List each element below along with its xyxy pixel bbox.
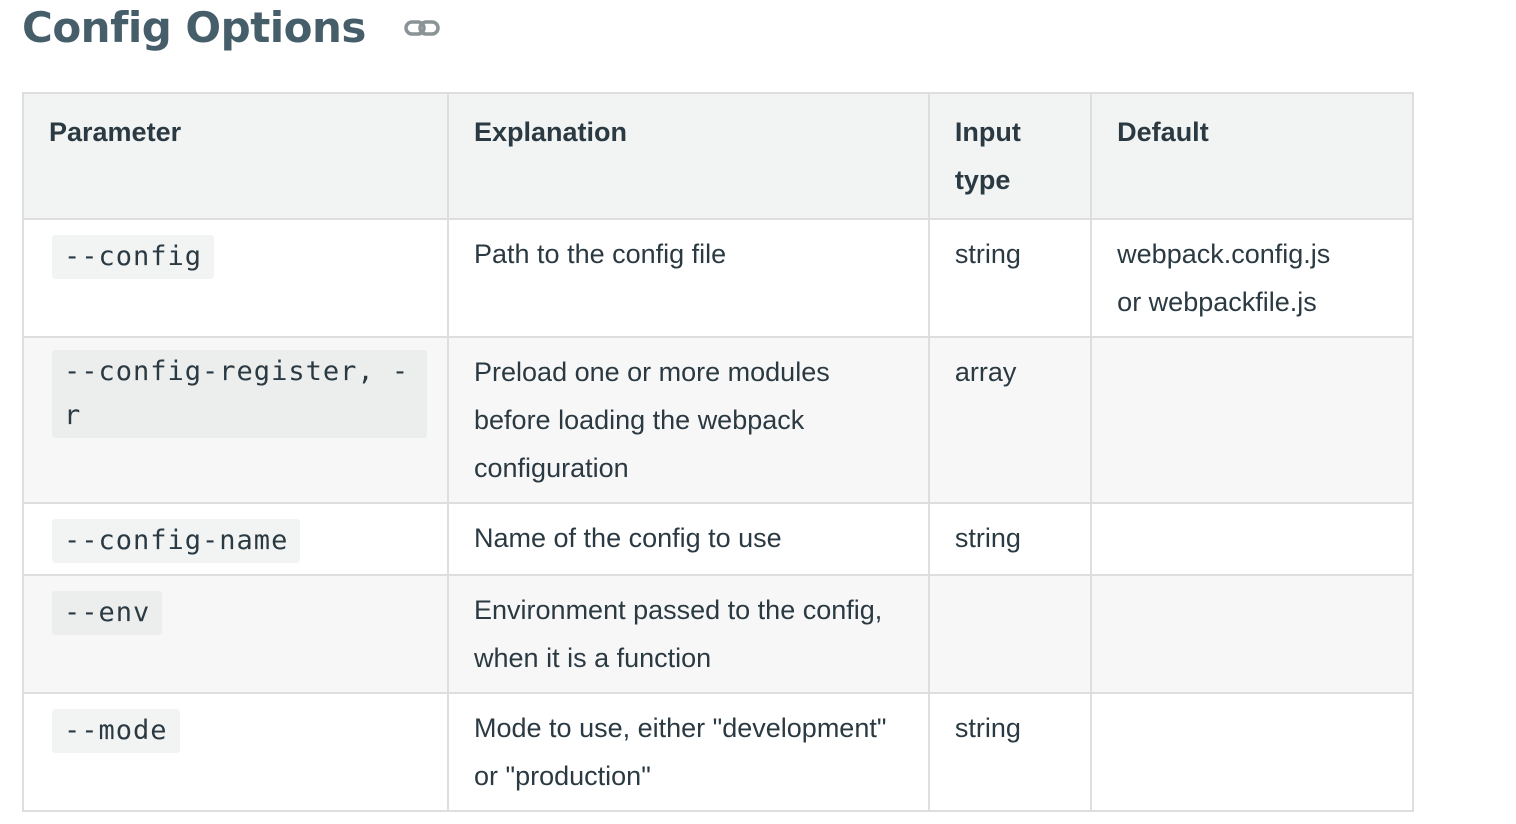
page-title: Config Options bbox=[22, 3, 366, 52]
parameter-cell: --config-name bbox=[21, 502, 450, 576]
header-default: Default bbox=[1090, 92, 1414, 220]
link-icon bbox=[404, 20, 440, 36]
input-type-cell: string bbox=[927, 502, 1093, 576]
parameter-code: --config-register, -r bbox=[52, 350, 428, 438]
table-row: --mode Mode to use, either "development"… bbox=[21, 692, 1414, 812]
explanation-cell: Preload one or more modules before loadi… bbox=[447, 336, 930, 504]
parameter-code: --config-name bbox=[52, 519, 301, 563]
explanation-cell: Name of the config to use bbox=[447, 502, 930, 576]
default-value-line1: webpack.config.js bbox=[1117, 239, 1331, 269]
table-row: --config-register, -r Preload one or mor… bbox=[21, 336, 1414, 504]
default-cell bbox=[1090, 502, 1414, 576]
default-cell: webpack.config.js or webpackfile.js bbox=[1090, 218, 1414, 338]
parameter-code: --env bbox=[52, 591, 163, 635]
table-row: --config Path to the config file string … bbox=[21, 218, 1414, 338]
table-row: --env Environment passed to the config, … bbox=[21, 574, 1414, 694]
anchor-link[interactable] bbox=[404, 16, 440, 40]
default-value-line2: or webpackfile.js bbox=[1117, 287, 1317, 317]
explanation-cell: Path to the config file bbox=[447, 218, 930, 338]
table-row: --config-name Name of the config to use … bbox=[21, 502, 1414, 576]
input-type-cell: array bbox=[927, 336, 1093, 504]
input-type-cell: string bbox=[927, 218, 1093, 338]
parameter-cell: --env bbox=[21, 574, 450, 694]
section-heading: Config Options bbox=[22, 0, 440, 56]
parameter-cell: --mode bbox=[21, 692, 450, 812]
header-input-type-line1: Input bbox=[954, 117, 1021, 147]
parameter-cell: --config-register, -r bbox=[21, 336, 450, 504]
explanation-cell: Mode to use, either "development" or "pr… bbox=[447, 692, 930, 812]
input-type-cell: string bbox=[927, 692, 1093, 812]
parameter-cell: --config bbox=[21, 218, 450, 338]
default-cell bbox=[1090, 692, 1414, 812]
input-type-cell bbox=[927, 574, 1093, 694]
header-parameter: Parameter bbox=[21, 92, 450, 220]
header-input-type: Input type bbox=[927, 92, 1093, 220]
explanation-cell: Environment passed to the config, when i… bbox=[447, 574, 930, 694]
table-header-row: Parameter Explanation Input type Default bbox=[21, 92, 1414, 220]
parameter-code: --mode bbox=[52, 709, 180, 753]
header-explanation: Explanation bbox=[447, 92, 930, 220]
default-cell bbox=[1090, 336, 1414, 504]
default-cell bbox=[1090, 574, 1414, 694]
header-input-type-line2: type bbox=[954, 165, 1011, 195]
parameter-code: --config bbox=[52, 235, 215, 279]
